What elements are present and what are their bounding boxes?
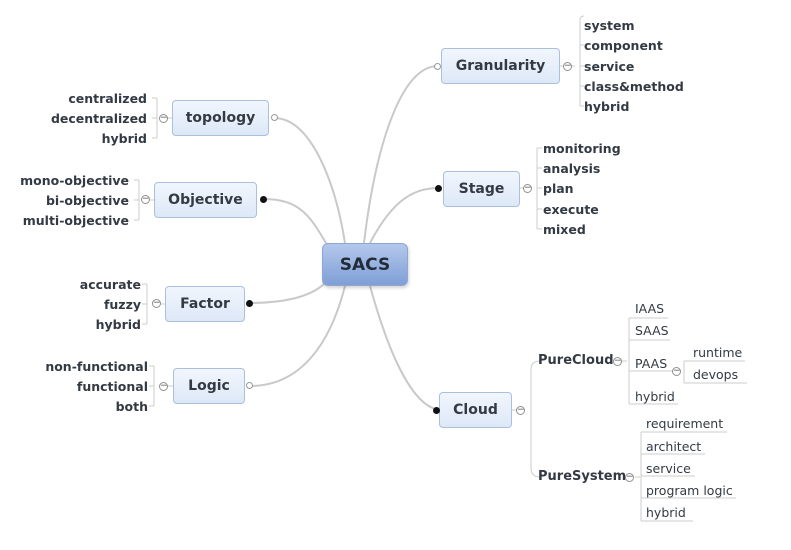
factor-node[interactable]: Factor [165,286,245,322]
granularity-item-class-method: class&method [584,79,684,94]
logic-item-both: both [115,399,148,414]
granularity-item-component: component [584,38,663,53]
stage-node[interactable]: Stage [443,171,520,207]
topology-collapse-toggle[interactable]: − [159,113,168,123]
purecloud-item-saas: SAAS [635,323,669,338]
stage-item-analysis: analysis [543,161,601,176]
objective-connector-dot [260,196,267,203]
purecloud-collapse-toggle[interactable]: − [613,356,622,366]
topology-connector-ring [271,114,278,121]
granularity-item-hybrid: hybrid [584,99,630,114]
factor-item-hybrid: hybrid [95,317,141,332]
objective-item-bi-objective: bi-objective [45,193,129,208]
puresystem-collapse-toggle[interactable]: − [625,472,634,482]
paas-item-runtime: runtime [693,345,743,360]
logic-item-functional: functional [76,379,148,394]
granularity-connector-ring [434,63,441,70]
factor-connector-dot [246,300,253,307]
purecloud-item-hybrid: hybrid [635,389,675,404]
granularity-node[interactable]: Granularity [441,48,560,84]
purecloud-label[interactable]: PureCloud [538,353,614,368]
paas-item-devops: devops [693,367,739,382]
puresystem-item-hybrid: hybrid [646,505,686,520]
granularity-collapse-toggle[interactable]: − [563,61,572,71]
puresystem-item-requirement: requirement [646,416,724,431]
objective-collapse-toggle[interactable]: − [141,194,150,204]
logic-connector-ring [246,382,253,389]
objective-item-mono-objective: mono-objective [20,173,129,188]
stage-item-execute: execute [543,202,599,217]
puresystem-item-architect: architect [646,439,702,454]
stage-connector-dot [435,185,442,192]
topology-node[interactable]: topology [172,100,269,136]
logic-item-non-functional: non-functional [45,359,148,374]
stage-item-monitoring: monitoring [543,141,621,156]
cloud-collapse-toggle[interactable]: − [516,405,525,415]
stage-collapse-toggle[interactable]: − [523,183,532,193]
puresystem-label[interactable]: PureSystem [538,469,627,484]
stage-item-mixed: mixed [543,222,586,237]
factor-collapse-toggle[interactable]: − [152,298,161,308]
topology-item-centralized: centralized [68,91,147,106]
stage-item-plan: plan [543,181,574,196]
factor-item-accurate: accurate [79,277,141,292]
topology-item-hybrid: hybrid [101,131,147,146]
objective-item-multi-objective: multi-objective [22,213,129,228]
puresystem-item-program-logic: program logic [646,483,733,498]
root-node[interactable]: SACS [322,243,408,286]
cloud-node[interactable]: Cloud [439,392,512,428]
paas-collapse-toggle[interactable]: − [672,366,681,376]
logic-node[interactable]: Logic [173,368,245,404]
granularity-item-system: system [584,18,635,33]
granularity-item-service: service [584,59,635,74]
puresystem-item-service: service [646,461,691,476]
cloud-connector-dot [433,407,440,414]
logic-collapse-toggle[interactable]: − [159,381,168,391]
factor-item-fuzzy: fuzzy [103,297,141,312]
purecloud-item-iaas: IAAS [635,301,665,316]
objective-node[interactable]: Objective [154,182,257,218]
purecloud-item-paas: PAAS [635,356,668,371]
topology-item-decentralized: decentralized [50,111,147,126]
